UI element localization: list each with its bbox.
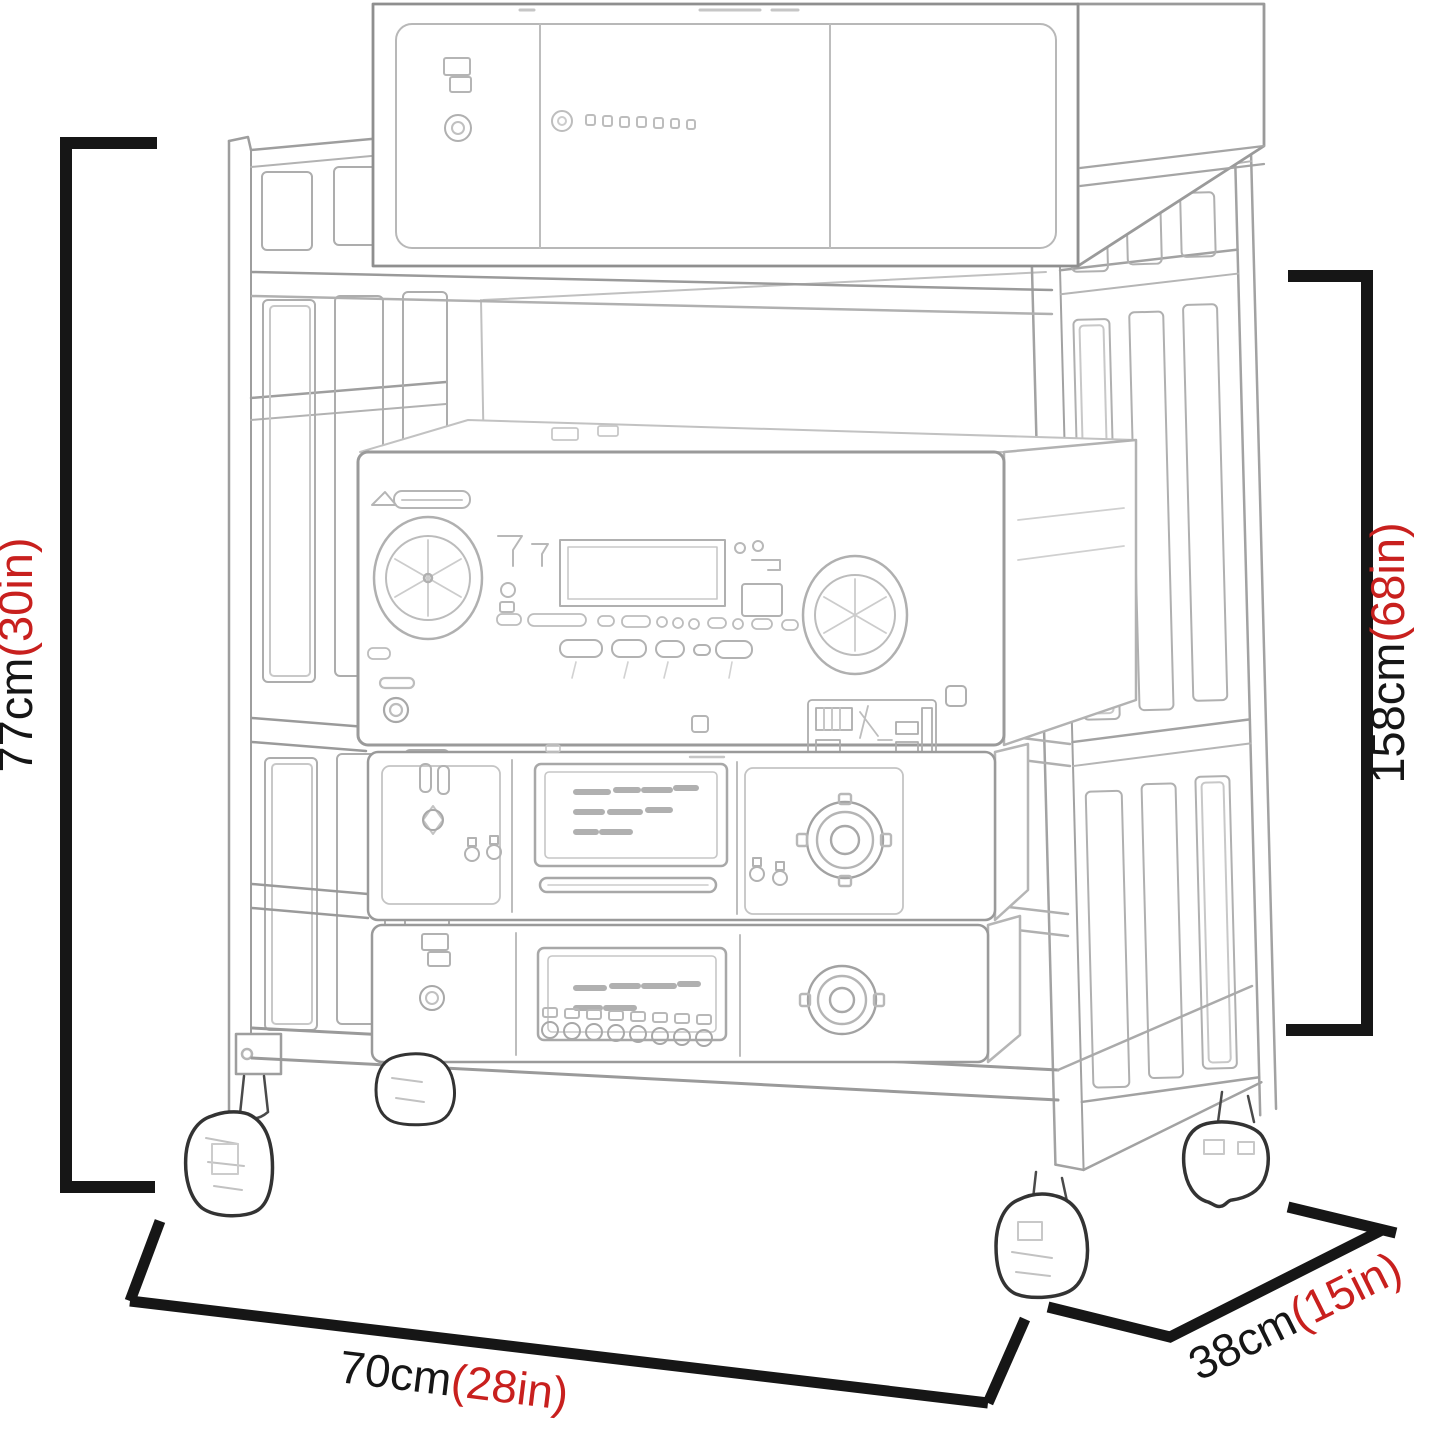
right-panel-top-rail — [1078, 144, 1266, 188]
player2-button-row — [541, 1007, 713, 1047]
receiver-right-knob — [801, 554, 909, 676]
receiver-button-row-large — [559, 639, 753, 679]
receiver-button-row-small — [496, 613, 799, 631]
total-height-label: 158cm(68in) — [1361, 522, 1414, 783]
casters — [183, 1052, 1270, 1300]
width-cm: 70cm — [337, 1340, 455, 1405]
player1-disc-slot — [538, 876, 718, 894]
receiver-input-marks — [497, 535, 549, 613]
total-height-cm: 158cm — [1361, 643, 1414, 784]
receiver-right-marks — [734, 540, 783, 617]
receiver-display-inner — [567, 546, 718, 600]
caster-rear-left — [374, 1052, 456, 1127]
pioneer-logo-scribble — [371, 490, 471, 509]
width-inch: (28in) — [448, 1354, 571, 1420]
cart-height-inch: (30in) — [0, 537, 42, 657]
cart-illustration — [183, 2, 1278, 1300]
cart-height-bracket — [60, 137, 157, 1193]
amp-button-row — [551, 110, 696, 132]
player2-jog-dial — [798, 964, 886, 1036]
player1-display-text-scribble — [573, 785, 699, 835]
caster-front-left — [183, 1074, 275, 1218]
player1-jog-dial — [795, 792, 893, 888]
width-left-tick — [124, 1219, 166, 1303]
amp-power-button — [444, 114, 472, 142]
player2-display-text-scribble — [573, 981, 701, 1011]
amp-logo-mark — [443, 57, 472, 93]
cart-height-label: 77cm(30in) — [0, 537, 42, 772]
total-height-inch: (68in) — [1361, 522, 1414, 642]
depth-cm: 38cm — [1180, 1294, 1304, 1391]
total-height-bracket — [1286, 270, 1373, 1036]
receiver-display — [559, 539, 726, 607]
depth-dimension-line — [1046, 1224, 1387, 1343]
disc-player-1 — [366, 742, 1030, 922]
player1-display — [533, 762, 729, 868]
width-dimension-line — [129, 1295, 989, 1409]
width-right-tick — [982, 1316, 1031, 1406]
depth-inch: (15in) — [1281, 1241, 1409, 1340]
top-amplifier — [371, 2, 1266, 268]
player1-left-controls — [419, 763, 502, 862]
caster-rear-right — [1181, 1090, 1270, 1209]
av-receiver — [356, 419, 1138, 767]
player2-left-controls — [419, 933, 451, 1011]
depth-end-tick — [1286, 1201, 1398, 1239]
caster-front-right — [994, 1170, 1090, 1300]
player1-mini-buttons — [749, 857, 788, 886]
cart-height-cm: 77cm — [0, 658, 42, 773]
disc-player-2 — [370, 914, 1022, 1064]
receiver-power-button — [378, 676, 416, 724]
receiver-left-knob — [372, 515, 484, 641]
